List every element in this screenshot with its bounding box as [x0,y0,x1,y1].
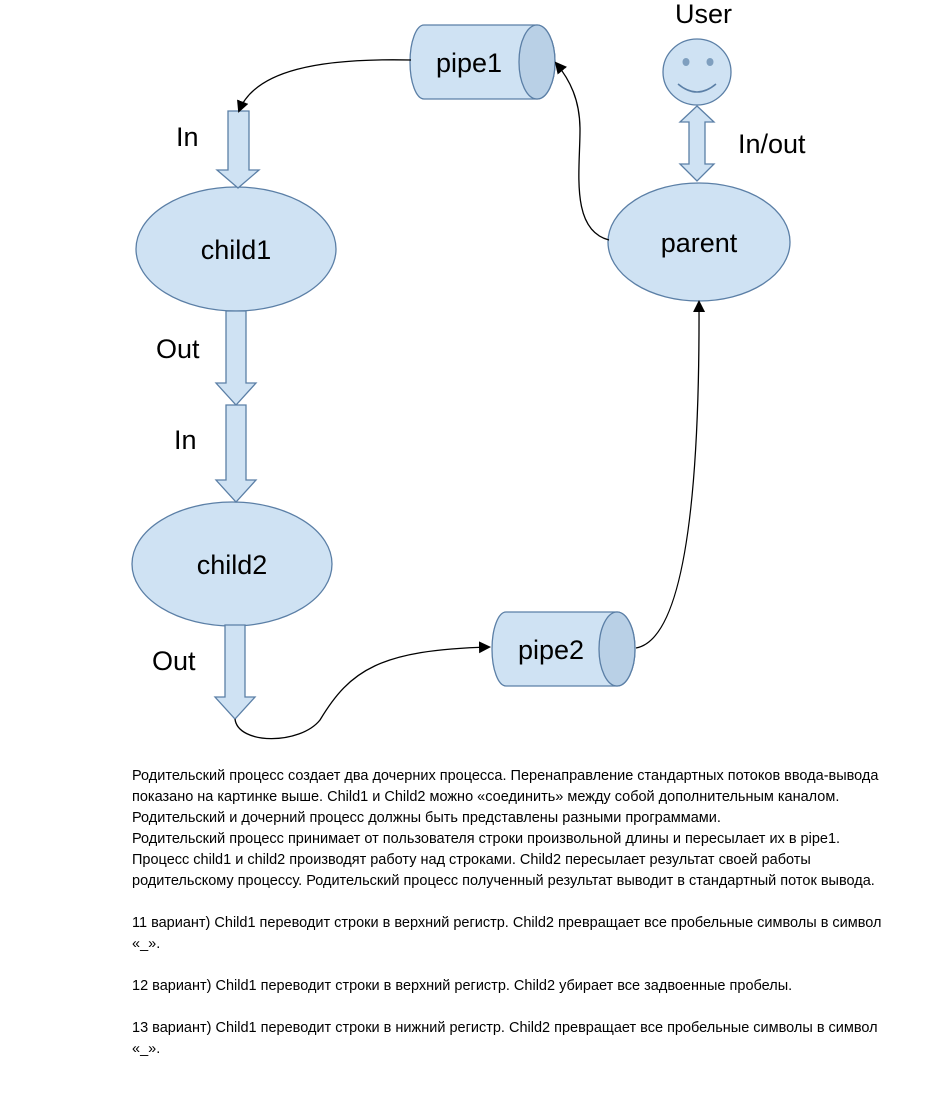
variant-11: 11 вариант) Child1 переводит строки в ве… [132,915,882,952]
child2-node: child2 [131,501,333,627]
user-label: User [675,0,732,29]
pipe2-label: pipe2 [518,635,584,665]
pipe1-label: pipe1 [436,48,502,78]
child2-in-label: In [174,425,197,455]
parent-label: parent [661,228,738,258]
child1-out-arrow [214,310,258,406]
child2-label: child2 [197,550,268,580]
user-smiley-icon [662,38,732,106]
in-out-label: In/out [738,129,806,159]
process-diagram: pipe1 pipe2 child1 child2 parent User In… [131,0,806,740]
child2-out-arrow [213,624,257,720]
child1-out-label: Out [156,334,200,364]
pipe2-node: pipe2 [491,611,636,687]
child2-out-label: Out [152,646,196,676]
child1-label: child1 [201,235,272,265]
parent-node: parent [607,182,791,302]
task-description: Родительский процесс создает два дочерни… [132,766,892,1060]
user-parent-double-arrow [678,105,716,182]
child2-in-arrow [214,404,258,503]
pipe1-to-child1-connector [237,59,412,113]
description-paragraph-1: Родительский процесс создает два дочерни… [132,768,879,826]
parent-from-pipe2-connector [635,300,706,649]
parent-to-pipe1-connector [554,61,610,241]
child1-node: child1 [135,186,337,312]
child2-to-pipe2-connector [234,641,491,740]
description-paragraph-2: Родительский процесс принимает от пользо… [132,831,875,889]
child1-in-arrow [215,110,261,189]
variant-13: 13 вариант) Child1 переводит строки в ни… [132,1020,878,1057]
pipe1-node: pipe1 [409,24,556,100]
variant-12: 12 вариант) Child1 переводит строки в ве… [132,978,793,994]
child1-in-label: In [176,122,199,152]
